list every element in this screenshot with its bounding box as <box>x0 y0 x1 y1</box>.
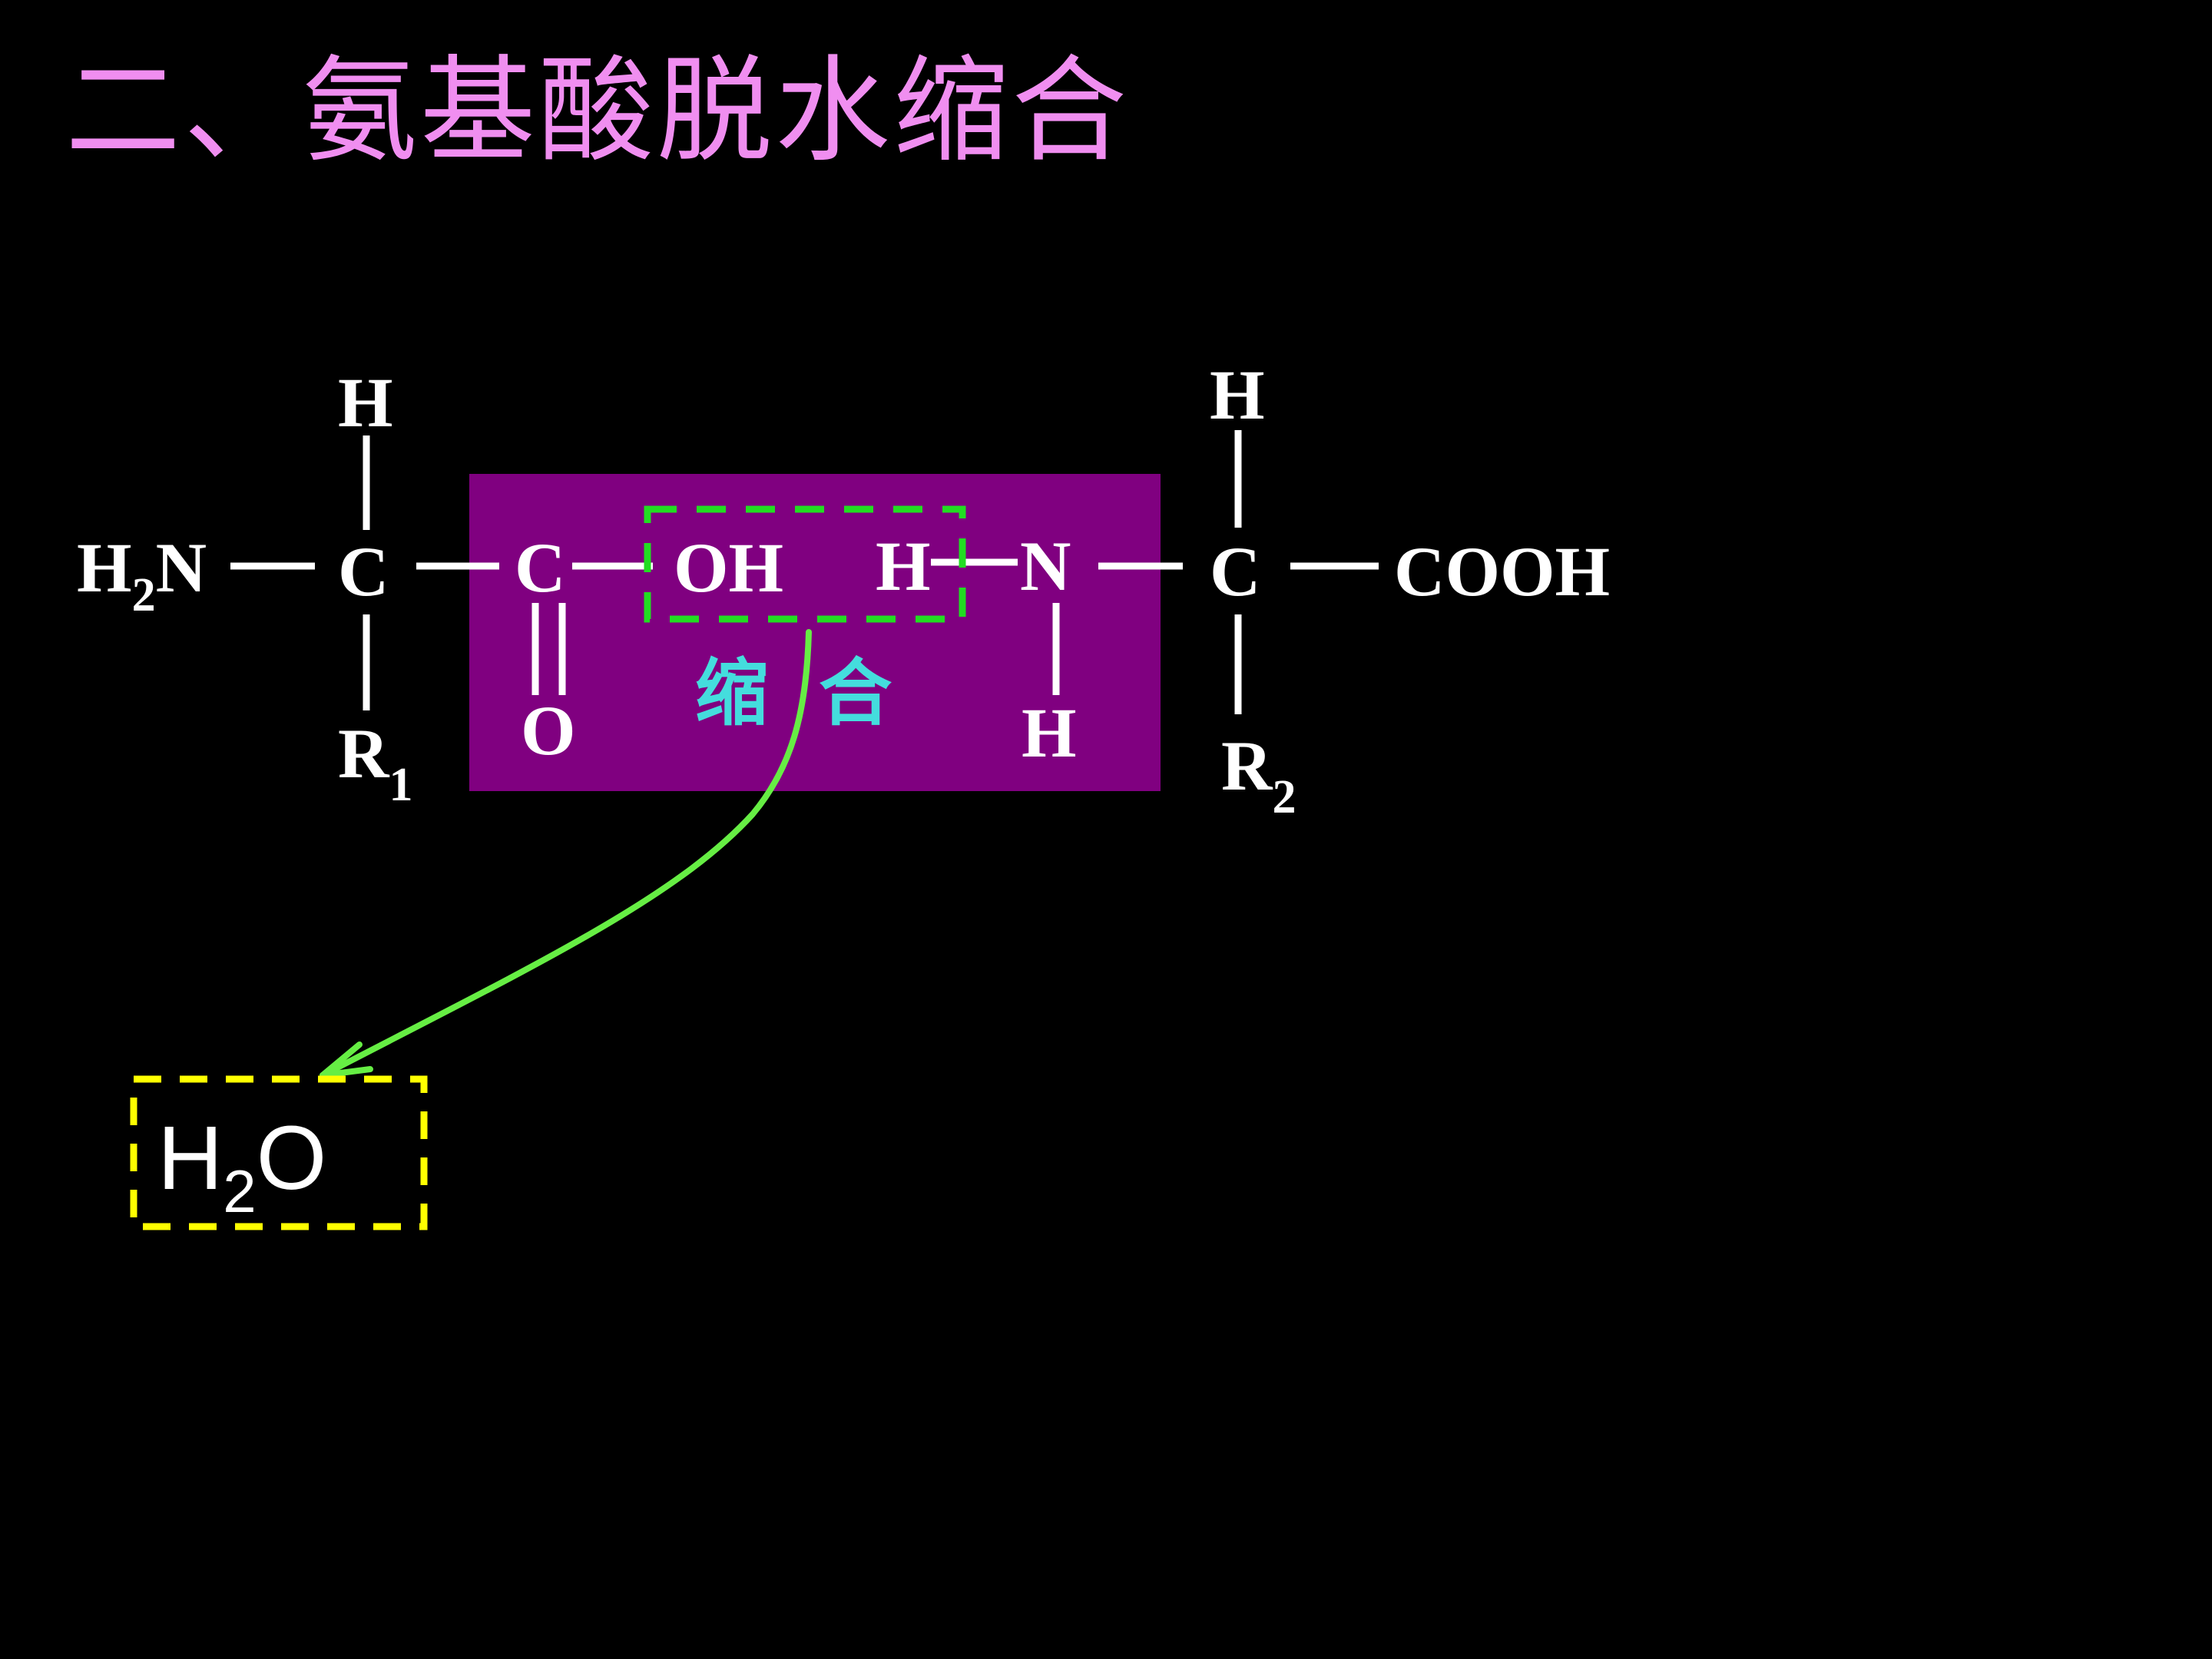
bond-lines <box>230 430 1379 714</box>
amide-nitrogen: N <box>1020 527 1071 605</box>
alpha-carbon-1: C <box>338 532 389 611</box>
carboxyl-group: COOH <box>1394 532 1610 611</box>
carbonyl-oxygen: O <box>521 691 576 770</box>
alpha-carbon-2: C <box>1210 532 1260 611</box>
curved-arrow-icon <box>320 629 812 1078</box>
slide-title: 二、氨基酸脱水缩合 <box>65 45 1131 178</box>
alpha-hydrogen-1: H <box>338 363 393 442</box>
water-source-dashed-box <box>644 505 966 623</box>
water-molecule: H2O <box>157 1108 326 1225</box>
alpha-hydrogen-2: H <box>1210 356 1265 434</box>
carbonyl-carbon: C <box>515 528 565 607</box>
side-chain-r1: R1 <box>338 714 412 811</box>
nitrogen-hydrogen: H <box>1022 694 1077 772</box>
peptide-bond-highlight <box>469 474 1161 791</box>
amino-group-label: H2N <box>77 528 207 621</box>
hydroxyl-group: OH <box>674 528 783 607</box>
condensation-label: 缩 合 <box>695 651 892 736</box>
water-dashed-box <box>130 1075 428 1230</box>
amino-hydrogen: H <box>876 527 931 605</box>
side-chain-r2: R2 <box>1221 727 1296 823</box>
